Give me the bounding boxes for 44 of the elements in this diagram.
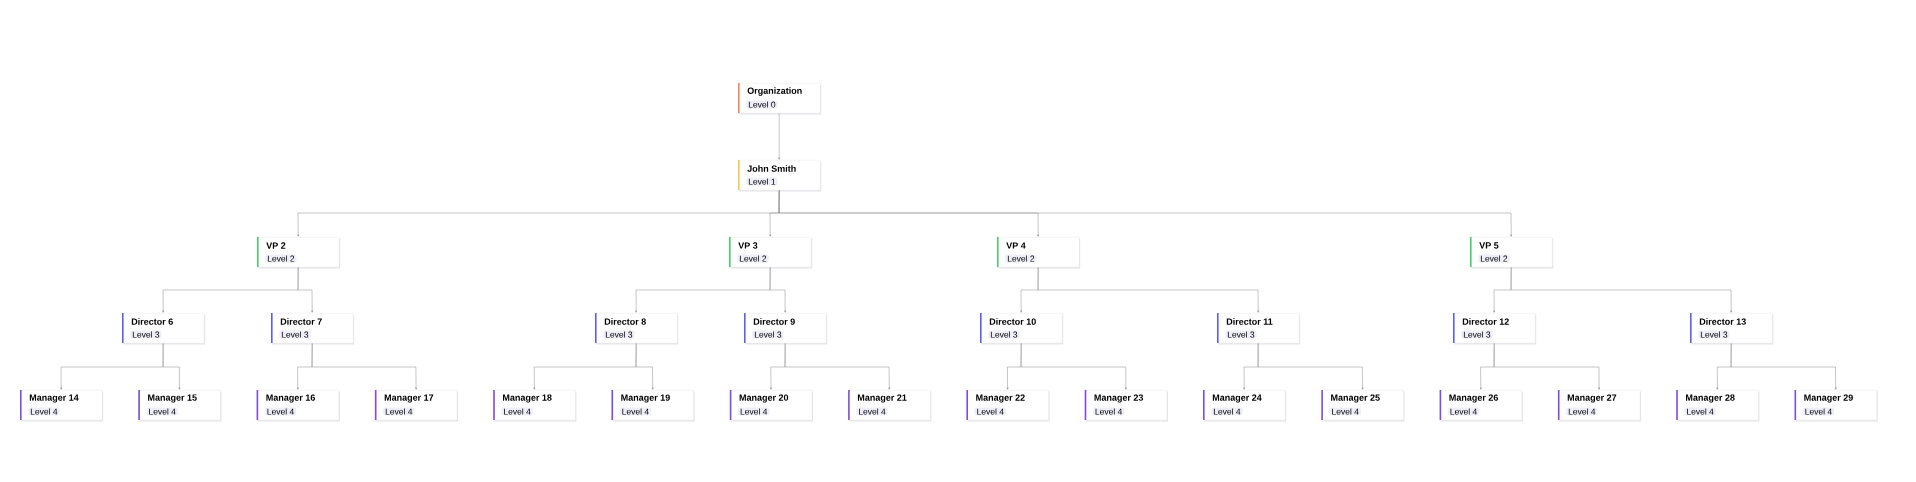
connector-arrow <box>1493 343 1600 390</box>
org-card: Manager 16 Level 4 <box>256 389 340 422</box>
connector-arrow <box>1257 343 1364 390</box>
org-card: Director 7 Level 3 <box>271 312 355 345</box>
org-card: Manager 23 Level 4 <box>1084 389 1168 422</box>
connector-arrow <box>778 190 1513 237</box>
org-card: VP 4 Level 2 <box>997 236 1081 269</box>
org-card: Manager 28 Level 4 <box>1676 389 1760 422</box>
org-card: Director 9 Level 3 <box>744 312 828 345</box>
org-card: Manager 27 Level 4 <box>1557 389 1642 422</box>
connector-arrow <box>769 267 787 313</box>
org-card: Manager 14 Level 4 <box>20 389 104 422</box>
org-card: Manager 24 Level 4 <box>1203 389 1287 422</box>
org-card: Director 13 Level 3 <box>1690 312 1774 345</box>
connector-arrow <box>778 113 781 160</box>
org-card: Director 8 Level 3 <box>595 312 679 345</box>
connector-arrow <box>784 343 891 390</box>
org-card: Manager 19 Level 4 <box>611 389 695 422</box>
org-card: Manager 15 Level 4 <box>138 389 222 422</box>
org-card: Director 10 Level 3 <box>980 312 1064 345</box>
org-card: Manager 18 Level 4 <box>493 389 577 422</box>
connector-arrow <box>311 343 417 390</box>
org-card: Director 12 Level 3 <box>1453 312 1537 345</box>
connector-arrow <box>1037 267 1260 313</box>
connector-arrow <box>297 267 314 313</box>
org-card: Organization Level 0 <box>738 82 822 115</box>
connector-arrow <box>1730 343 1837 390</box>
org-card: Director 11 Level 3 <box>1217 312 1301 345</box>
org-card: Director 6 Level 3 <box>122 312 206 345</box>
org-card: Manager 25 Level 4 <box>1321 389 1405 422</box>
org-card: Manager 26 Level 4 <box>1439 389 1523 422</box>
org-card: Manager 29 Level 4 <box>1794 389 1878 422</box>
org-card: Manager 17 Level 4 <box>374 389 459 422</box>
org-card: Manager 22 Level 4 <box>966 389 1050 422</box>
org-card: Manager 20 Level 4 <box>729 389 813 422</box>
connector-arrow <box>162 343 181 390</box>
org-card: John Smith Level 1 <box>738 159 822 192</box>
org-card: Manager 21 Level 4 <box>848 389 932 422</box>
org-card: VP 5 Level 2 <box>1470 236 1554 269</box>
org-card: VP 2 Level 2 <box>257 236 341 269</box>
connector-arrow <box>1020 343 1127 390</box>
connector-arrow <box>1510 267 1733 313</box>
org-card: VP 3 Level 2 <box>729 236 813 269</box>
connector-arrow <box>635 343 654 390</box>
